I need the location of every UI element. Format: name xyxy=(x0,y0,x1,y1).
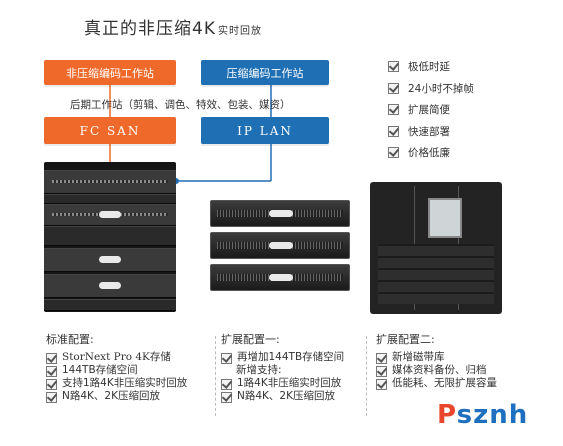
tape-library-image xyxy=(370,182,502,314)
ip-lan-label: IP LAN xyxy=(237,123,293,138)
fc-san-box: FC SAN xyxy=(44,117,176,144)
config-item-label: 144TB存储空间 xyxy=(62,364,138,376)
server-unit xyxy=(210,200,350,227)
brand-badge-icon xyxy=(99,282,121,289)
feature-label: 扩展简便 xyxy=(408,104,450,117)
config-item-label: StorNext Pro 4K存储 xyxy=(62,351,171,363)
logo-rest: sznh xyxy=(456,400,529,430)
checkbox-icon xyxy=(46,353,57,364)
config-item-label: 1路4K非压缩实时回放 xyxy=(237,377,342,389)
feature-label: 价格低廉 xyxy=(408,147,450,160)
server-unit xyxy=(210,264,350,291)
feature-item: 快速部署 xyxy=(388,121,474,143)
config-item: N路4K、2K压缩回放 xyxy=(221,390,344,403)
expansion-server-image xyxy=(210,200,350,292)
config-item-label: 再增加144TB存储空间 xyxy=(237,351,345,363)
rack-unit xyxy=(44,226,176,246)
checkbox-icon xyxy=(221,392,232,403)
feature-item: 扩展简便 xyxy=(388,99,474,121)
config-item-label: 新增磁带库 xyxy=(392,351,445,363)
checkbox-icon xyxy=(388,147,399,159)
rack-unit xyxy=(44,274,176,298)
config-item: StorNext Pro 4K存储 xyxy=(46,351,187,364)
checkbox-icon xyxy=(376,379,387,390)
title-main: 真正的非压缩4K xyxy=(84,19,216,39)
config-item: 低能耗、无限扩展容量 xyxy=(376,377,497,390)
config-item: 媒体资料备份、归档 xyxy=(376,364,497,377)
logo-p: P xyxy=(437,400,457,430)
title-sub: 实时回放 xyxy=(217,26,262,37)
extension-config-2-header: 扩展配置二: xyxy=(376,333,435,346)
checkbox-icon xyxy=(376,366,387,377)
checkbox-icon xyxy=(388,104,399,116)
checkbox-icon xyxy=(46,379,57,390)
extension-config-2-section: 扩展配置二: 新增磁带库 媒体资料备份、归档 低能耗、无限扩展容量 xyxy=(376,331,497,390)
config-item-label: 媒体资料备份、归档 xyxy=(392,364,487,376)
config-item-label: N路4K、2K压缩回放 xyxy=(237,390,335,402)
brand-badge-icon xyxy=(269,274,293,281)
extension-config-1-section: 扩展配置一: 再增加144TB存储空间 新增支持: 1路4K非压缩实时回放 N路… xyxy=(221,331,344,403)
brand-badge-icon xyxy=(269,210,293,217)
uncompressed-workstation-label: 非压缩编码工作站 xyxy=(66,66,154,80)
rack-unit xyxy=(44,170,176,194)
checkbox-icon xyxy=(221,353,232,364)
section-divider xyxy=(366,336,367,416)
config-item: 再增加144TB存储空间 xyxy=(221,351,344,364)
config-item: 144TB存储空间 xyxy=(46,364,187,377)
rack-unit xyxy=(44,248,176,272)
vent-decoration xyxy=(52,180,168,183)
config-item-label: 低能耗、无限扩展容量 xyxy=(392,377,497,389)
feature-label: 24小时不掉帧 xyxy=(408,82,474,95)
fc-san-label: FC SAN xyxy=(79,123,141,138)
compressed-workstation-label: 压缩编码工作站 xyxy=(226,66,304,80)
config-item-continuation: 新增支持: xyxy=(236,364,282,376)
checkbox-icon xyxy=(388,61,399,73)
checkbox-icon xyxy=(388,125,399,137)
rack-unit xyxy=(44,299,176,311)
config-item-label: N路4K、2K压缩回放 xyxy=(62,390,160,402)
config-item: 新增磁带库 xyxy=(376,351,497,364)
section-divider xyxy=(215,336,216,416)
checkbox-icon xyxy=(221,379,232,390)
config-item-label: 支持1路4K非压缩实时回放 xyxy=(62,377,188,389)
feature-item: 价格低廉 xyxy=(388,142,474,164)
feature-item: 极低时延 xyxy=(388,56,474,78)
pszhn-logo: Psznh xyxy=(437,400,528,430)
brand-badge-icon xyxy=(99,256,121,263)
checkbox-icon xyxy=(46,392,57,403)
compressed-workstation-box: 压缩编码工作站 xyxy=(201,60,329,85)
rack-unit xyxy=(44,204,176,226)
feature-list: 极低时延 24小时不掉帧 扩展简便 快速部署 价格低廉 xyxy=(388,56,474,164)
checkbox-icon xyxy=(376,353,387,364)
post-production-label: 后期工作站（剪辑、调色、特效、包装、媒资） xyxy=(70,99,291,111)
brand-badge-icon xyxy=(99,211,121,218)
config-item: N路4K、2K压缩回放 xyxy=(46,390,187,403)
control-panel-icon xyxy=(428,198,462,238)
config-item: 支持1路4K非压缩实时回放 xyxy=(46,377,187,390)
ip-lan-box: IP LAN xyxy=(201,117,329,144)
standard-config-header: 标准配置: xyxy=(46,333,94,346)
storage-rack-image xyxy=(44,162,176,312)
extension-config-1-header: 扩展配置一: xyxy=(221,333,280,346)
config-item: 1路4K非压缩实时回放 xyxy=(221,377,344,390)
vent-grid xyxy=(378,244,494,304)
checkbox-icon xyxy=(388,82,399,94)
server-unit xyxy=(210,232,350,259)
standard-config-section: 标准配置: StorNext Pro 4K存储 144TB存储空间 支持1路4K… xyxy=(46,331,187,403)
uncompressed-workstation-box: 非压缩编码工作站 xyxy=(44,60,176,85)
rack-unit xyxy=(44,194,176,204)
feature-item: 24小时不掉帧 xyxy=(388,78,474,100)
feature-label: 快速部署 xyxy=(408,125,450,138)
brand-badge-icon xyxy=(269,242,293,249)
feature-label: 极低时延 xyxy=(408,61,450,74)
checkbox-icon xyxy=(46,366,57,377)
